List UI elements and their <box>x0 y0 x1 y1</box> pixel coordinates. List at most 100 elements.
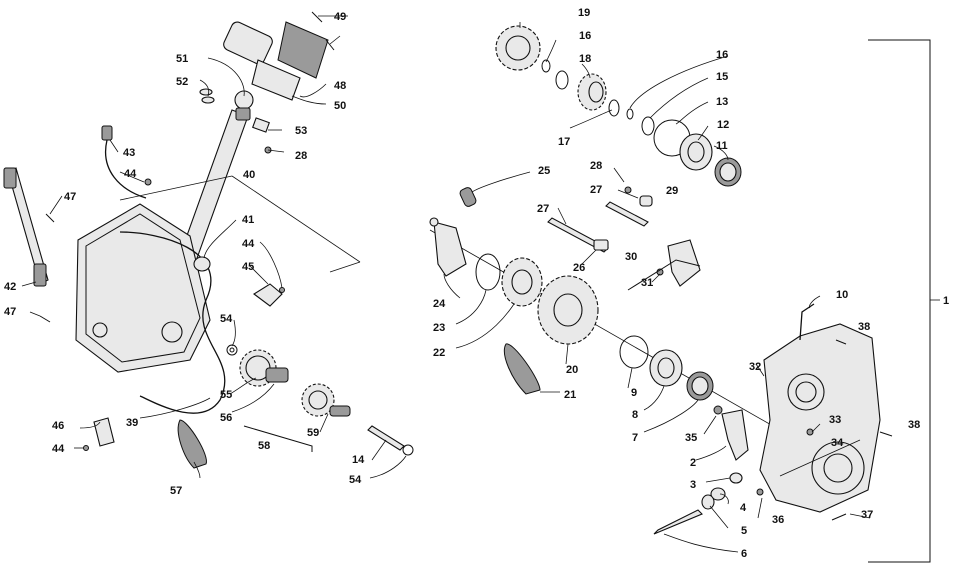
callout-22: 22 <box>433 347 445 359</box>
callout-8: 8 <box>632 409 638 421</box>
callout-3: 3 <box>690 479 696 491</box>
callout-38-lower: 38 <box>908 419 920 431</box>
callout-27-lower: 27 <box>537 203 549 215</box>
callout-9: 9 <box>631 387 637 399</box>
callout-49: 49 <box>334 11 346 23</box>
gear-18 <box>577 73 607 111</box>
callout-10: 10 <box>836 289 848 301</box>
gear-19 <box>495 25 541 71</box>
pin-14 <box>367 425 414 456</box>
callout-53: 53 <box>295 125 307 137</box>
callout-17: 17 <box>558 136 570 148</box>
callout-28-left: 28 <box>295 150 307 162</box>
callout-labels: 1 2 3 4 5 6 7 8 9 10 11 12 13 14 15 16 1… <box>4 7 949 560</box>
clip-46 <box>83 417 115 451</box>
washers-15-16 <box>608 99 655 136</box>
bearing-12 <box>679 133 713 171</box>
callout-37: 37 <box>861 509 873 521</box>
callout-36: 36 <box>772 514 784 526</box>
callout-38-upper: 38 <box>858 321 870 333</box>
sensor-43 <box>101 125 152 199</box>
callout-13: 13 <box>716 96 728 108</box>
gearcase-housing <box>759 323 881 513</box>
gear-20 <box>537 275 599 345</box>
callout-6: 6 <box>741 548 747 560</box>
callout-23: 23 <box>433 322 445 334</box>
callout-42: 42 <box>4 281 16 293</box>
callout-34: 34 <box>831 437 844 449</box>
callout-59: 59 <box>307 427 319 439</box>
callout-46: 46 <box>52 420 64 432</box>
callout-16-upper: 16 <box>579 30 591 42</box>
seal-41 <box>193 256 211 272</box>
bearing-8 <box>649 349 683 387</box>
callout-43: 43 <box>123 147 135 159</box>
callout-29: 29 <box>666 185 678 197</box>
callout-58: 58 <box>258 440 270 452</box>
callout-16-lower: 16 <box>716 49 728 61</box>
callout-45: 45 <box>242 261 254 273</box>
callout-28-right: 28 <box>590 160 602 172</box>
callout-25: 25 <box>538 165 550 177</box>
callout-30: 30 <box>625 251 637 263</box>
ring-23 <box>475 253 501 291</box>
seal-11 <box>714 157 742 187</box>
chain-21 <box>504 343 541 395</box>
assembly-bracket <box>868 39 940 563</box>
callout-11: 11 <box>716 140 728 152</box>
callout-44-bottom: 44 <box>52 443 65 455</box>
leader-lines <box>21 15 871 553</box>
washer-54 <box>226 344 238 356</box>
gear-22 <box>501 257 543 307</box>
callout-47-lower: 47 <box>4 306 16 318</box>
gear-55 <box>239 349 289 387</box>
gear-59 <box>301 383 351 417</box>
callout-19: 19 <box>578 7 590 19</box>
callout-44-top: 44 <box>124 168 137 180</box>
callout-54-upper: 54 <box>220 313 233 325</box>
callout-20: 20 <box>566 364 578 376</box>
screws-housing <box>713 339 893 521</box>
drive-axis <box>429 229 781 431</box>
shift-rods <box>547 186 653 253</box>
callout-40: 40 <box>243 169 255 181</box>
callout-41: 41 <box>242 214 254 226</box>
callout-47-upper: 47 <box>64 191 76 203</box>
callout-50: 50 <box>334 100 346 112</box>
callout-7: 7 <box>632 432 638 444</box>
strap-42 <box>3 167 49 287</box>
callout-12: 12 <box>717 119 729 131</box>
callout-18: 18 <box>579 53 591 65</box>
callout-4: 4 <box>740 502 747 514</box>
callout-31: 31 <box>641 277 653 289</box>
bracket-45 <box>253 283 285 307</box>
callout-52: 52 <box>176 76 188 88</box>
screws-47 <box>39 213 55 323</box>
callout-32: 32 <box>749 361 761 373</box>
seal-7 <box>686 371 714 401</box>
callout-26: 26 <box>573 262 585 274</box>
bolts-lower <box>653 472 743 535</box>
plate-2 <box>721 409 749 461</box>
spring-25 <box>459 187 477 207</box>
callout-14: 14 <box>352 454 365 466</box>
belt-57 <box>177 419 207 469</box>
callout-27-upper: 27 <box>590 184 602 196</box>
breather-10 <box>799 303 815 341</box>
callout-44-mid: 44 <box>242 238 255 250</box>
callout-1: 1 <box>943 295 949 307</box>
callout-54-lower: 54 <box>349 474 362 486</box>
screws-49 <box>311 11 341 51</box>
callout-5: 5 <box>741 525 747 537</box>
callout-51: 51 <box>176 53 188 65</box>
shift-fork-30 <box>627 239 701 291</box>
callout-55: 55 <box>220 389 232 401</box>
bracket-58 <box>243 425 313 452</box>
left-cover <box>75 203 226 414</box>
callout-48: 48 <box>334 80 346 92</box>
callout-15: 15 <box>716 71 728 83</box>
motor <box>223 21 329 121</box>
callout-56: 56 <box>220 412 232 424</box>
shift-fork-24 <box>429 217 467 277</box>
